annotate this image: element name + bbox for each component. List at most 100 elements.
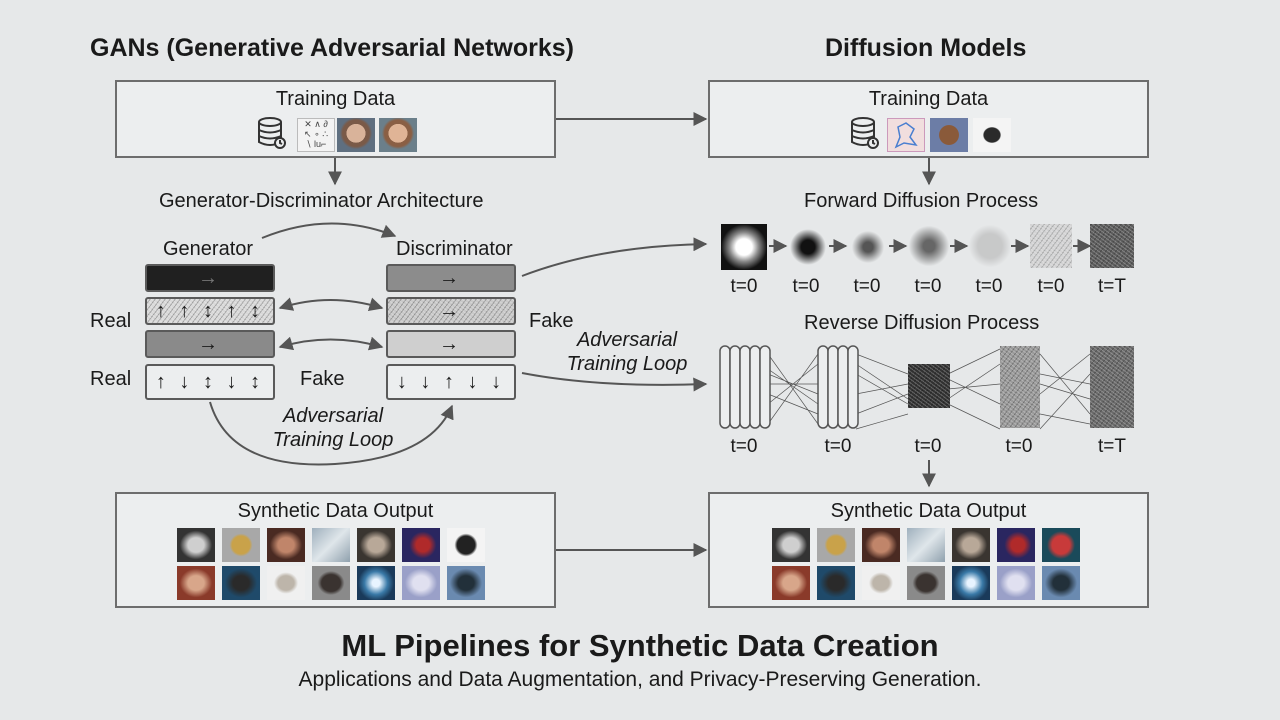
output-face-thumbnail <box>862 528 900 562</box>
output-coin-thumbnail <box>222 528 260 562</box>
output-ghost-thumbnail <box>997 566 1035 600</box>
gan-heading: GANs (Generative Adversarial Networks) <box>90 34 574 62</box>
diffusion-training-data-title: Training Data <box>868 88 989 110</box>
output-burst-thumbnail <box>952 566 990 600</box>
forward-step-6 <box>1030 224 1072 268</box>
gan-output-row-2 <box>177 566 485 600</box>
diffusion-heading: Diffusion Models <box>825 34 1027 62</box>
output-stone-thumbnail <box>907 566 945 600</box>
output-face-thumbnail <box>952 528 990 562</box>
reverse-step-label: t=T <box>1098 436 1126 457</box>
reverse-diffusion-title: Reverse Diffusion Process <box>804 312 1040 334</box>
forward-step-label: t=0 <box>853 276 881 297</box>
diffusion-output-row-1 <box>772 528 1080 562</box>
output-object-thumbnail <box>447 528 485 562</box>
discriminator-layer-3: → <box>386 330 516 358</box>
forward-step-label: t=0 <box>792 276 820 297</box>
reverse-diffusion-network <box>719 345 1091 430</box>
discriminator-layer-2: → <box>386 297 516 325</box>
gan-output-title: Synthetic Data Output <box>237 500 434 522</box>
footer-subtitle: Applications and Data Augmentation, and … <box>298 668 982 691</box>
output-face-thumbnail <box>222 566 260 600</box>
output-face-thumbnail <box>772 528 810 562</box>
face-thumbnail-2 <box>379 118 417 152</box>
forward-step-label: t=0 <box>975 276 1003 297</box>
forward-step-7 <box>1090 224 1134 268</box>
output-machine-thumbnail <box>447 566 485 600</box>
gan-training-data-box: Training Data ✕ ∧ ∂↖ ∘ ∴∖ lu⌐ <box>115 80 556 158</box>
output-stone-thumbnail <box>312 566 350 600</box>
discriminator-layer-4: ↓ ↓ ↑ ↓ ↓ <box>386 364 516 400</box>
real-label-1: Real <box>90 310 132 332</box>
output-face-thumbnail <box>772 566 810 600</box>
gan-output-box: Synthetic Data Output <box>115 492 556 608</box>
gan-adversarial-loop-label: Adversarial Training Loop <box>272 405 394 451</box>
reverse-step-5 <box>1090 346 1134 428</box>
architecture-title: Generator-Discriminator Architecture <box>159 190 484 212</box>
forward-diffusion-title: Forward Diffusion Process <box>804 190 1039 212</box>
generator-layer-3: → <box>145 330 275 358</box>
diffusion-training-data-box: Training Data <box>708 80 1149 158</box>
output-planet-thumbnail <box>402 528 440 562</box>
diffusion-adversarial-loop-label: Adversarial Training Loop <box>566 329 688 375</box>
forward-step-5 <box>969 224 1011 268</box>
reverse-step-label: t=0 <box>824 436 852 457</box>
arrow-bidir-2 <box>278 336 384 351</box>
database-icon <box>257 116 287 155</box>
forward-step-1 <box>721 224 767 270</box>
sketch-thumbnail: ✕ ∧ ∂↖ ∘ ∴∖ lu⌐ <box>297 118 335 152</box>
arrow-gen-to-disc <box>261 222 397 239</box>
fake-label-1: Fake <box>529 310 574 332</box>
discriminator-label: Discriminator <box>396 238 513 260</box>
generator-layer-4: ↑ ↓ ↕ ↓ ↕ <box>145 364 275 400</box>
generator-layer-1: → <box>145 264 275 292</box>
fake-label-2: Fake <box>300 368 345 390</box>
diffusion-output-row-2 <box>772 566 1080 600</box>
forward-step-3 <box>850 230 886 264</box>
forward-step-label: t=0 <box>730 276 758 297</box>
reverse-step-4 <box>1000 346 1040 428</box>
footer-title: ML Pipelines for Synthetic Data Creation <box>341 628 939 663</box>
output-burst-thumbnail <box>357 566 395 600</box>
output-face-thumbnail <box>357 528 395 562</box>
sketch-thumbnail <box>887 118 925 152</box>
forward-step-2 <box>788 228 828 266</box>
face-thumbnail-1 <box>337 118 375 152</box>
discriminator-layer-1: → <box>386 264 516 292</box>
output-face-thumbnail <box>177 566 215 600</box>
forward-step-label: t=T <box>1098 276 1126 297</box>
reverse-step-label: t=0 <box>730 436 758 457</box>
diffusion-output-title: Synthetic Data Output <box>830 500 1027 522</box>
arrow-adversarial-loop <box>209 401 454 466</box>
output-heart-thumbnail <box>1042 528 1080 562</box>
output-texture-thumbnail <box>312 528 350 562</box>
reverse-step-label: t=0 <box>914 436 942 457</box>
generator-layer-2: ↑ ↑ ↕ ↑ ↕ <box>145 297 275 325</box>
arrow-bidir-1 <box>278 297 384 311</box>
output-ghost-thumbnail <box>402 566 440 600</box>
output-face-thumbnail <box>177 528 215 562</box>
output-coin-thumbnail <box>817 528 855 562</box>
output-egg-thumbnail <box>267 566 305 600</box>
arrow-disc-to-forward <box>521 237 708 277</box>
generator-label: Generator <box>163 238 254 260</box>
output-egg-thumbnail <box>862 566 900 600</box>
object-thumbnail <box>973 118 1011 152</box>
gan-training-data-title: Training Data <box>275 88 396 110</box>
reverse-step-label: t=0 <box>1005 436 1033 457</box>
forward-step-label: t=0 <box>914 276 942 297</box>
output-face-thumbnail <box>817 566 855 600</box>
reverse-step-3 <box>908 364 950 408</box>
diffusion-output-box: Synthetic Data Output <box>708 492 1149 608</box>
output-planet-thumbnail <box>997 528 1035 562</box>
forward-step-4 <box>908 226 950 266</box>
output-texture-thumbnail <box>907 528 945 562</box>
gan-output-row-1 <box>177 528 485 562</box>
output-face-thumbnail <box>267 528 305 562</box>
output-machine-thumbnail <box>1042 566 1080 600</box>
shell-thumbnail <box>930 118 968 152</box>
real-label-2: Real <box>90 368 132 390</box>
forward-step-label: t=0 <box>1037 276 1065 297</box>
arrow-disc-to-reverse <box>521 372 708 392</box>
